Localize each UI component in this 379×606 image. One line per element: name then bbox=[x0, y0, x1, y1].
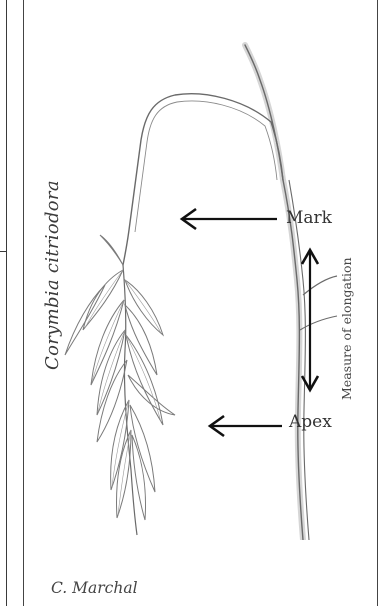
mark-label: Mark bbox=[286, 208, 332, 228]
left-margin-line bbox=[6, 0, 7, 606]
species-label: Corymbia citriodora bbox=[42, 170, 63, 370]
measure-label: Measure of elongation bbox=[339, 220, 354, 400]
illustrator-credit: C. Marchal bbox=[51, 579, 138, 597]
left-margin-tick bbox=[0, 251, 7, 252]
apex-label: Apex bbox=[289, 412, 332, 432]
plant-drawing bbox=[45, 30, 345, 540]
